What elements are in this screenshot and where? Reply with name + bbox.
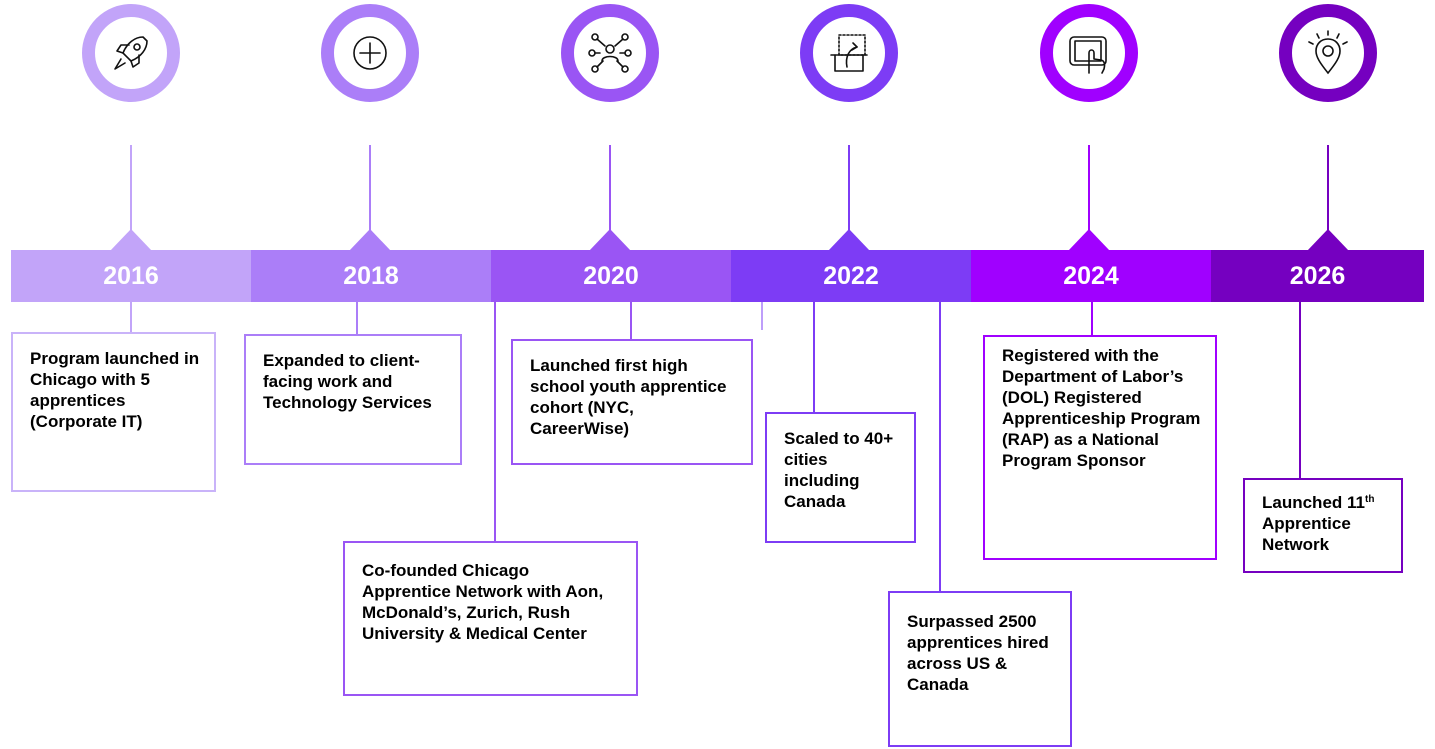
milestone-card: Registered with the Department of Labor’…	[983, 335, 1217, 560]
milestone-card: Scaled to 40+ cities including Canada	[765, 412, 916, 543]
milestone-text-start: Launched 11	[1262, 493, 1365, 512]
year-label: 2026	[1289, 261, 1346, 290]
refresh-arrow-box-icon	[800, 4, 898, 102]
year-marker-2018	[349, 229, 391, 251]
rocket-icon	[82, 4, 180, 102]
year-label: 2018	[343, 261, 399, 290]
year-band-2020: 2020	[491, 250, 731, 302]
year-marker-2024	[1068, 229, 1110, 251]
year-label: 2022	[823, 261, 879, 290]
year-band-2018: 2018	[251, 250, 491, 302]
year-label: 2024	[1063, 261, 1119, 290]
milestone-text: Launched first high school youth apprent…	[530, 356, 727, 438]
year-band-2022: 2022	[731, 250, 971, 302]
location-lightbulb-icon	[1279, 4, 1377, 102]
milestone-text: Program launched in Chicago with 5 appre…	[30, 349, 200, 431]
milestone-text: Registered with the Department of Labor’…	[1002, 346, 1201, 470]
milestone-card: Launched first high school youth apprent…	[511, 339, 753, 465]
year-marker-2026	[1307, 229, 1349, 251]
milestone-text: Co-founded Chicago Apprentice Network wi…	[362, 561, 604, 643]
milestone-text-end: Apprentice Network	[1262, 514, 1351, 554]
year-marker-2020	[589, 229, 631, 251]
milestone-card: Surpassed 2500 apprentices hired across …	[888, 591, 1072, 747]
year-marker-2022	[828, 229, 870, 251]
tablet-touch-icon	[1040, 4, 1138, 102]
year-label: 2016	[103, 261, 159, 290]
plus-circle-icon	[321, 4, 419, 102]
milestone-text: Scaled to 40+ cities including Canada	[784, 429, 894, 511]
year-label: 2020	[583, 261, 639, 290]
milestone-text: Surpassed 2500 apprentices hired across …	[907, 612, 1049, 694]
milestone-card: Co-founded Chicago Apprentice Network wi…	[343, 541, 638, 696]
year-band-2024: 2024	[971, 250, 1211, 302]
milestone-text-superscript: th	[1364, 494, 1375, 505]
year-band-2016: 2016	[11, 250, 251, 302]
milestone-card: Launched 11th Apprentice Network	[1243, 478, 1403, 573]
milestone-text: Expanded to client-facing work and Techn…	[263, 351, 432, 412]
milestone-card: Expanded to client-facing work and Techn…	[244, 334, 462, 465]
milestone-card: Program launched in Chicago with 5 appre…	[11, 332, 216, 492]
network-person-icon	[561, 4, 659, 102]
year-marker-2016	[110, 229, 152, 251]
year-band-2026: 2026	[1211, 250, 1424, 302]
